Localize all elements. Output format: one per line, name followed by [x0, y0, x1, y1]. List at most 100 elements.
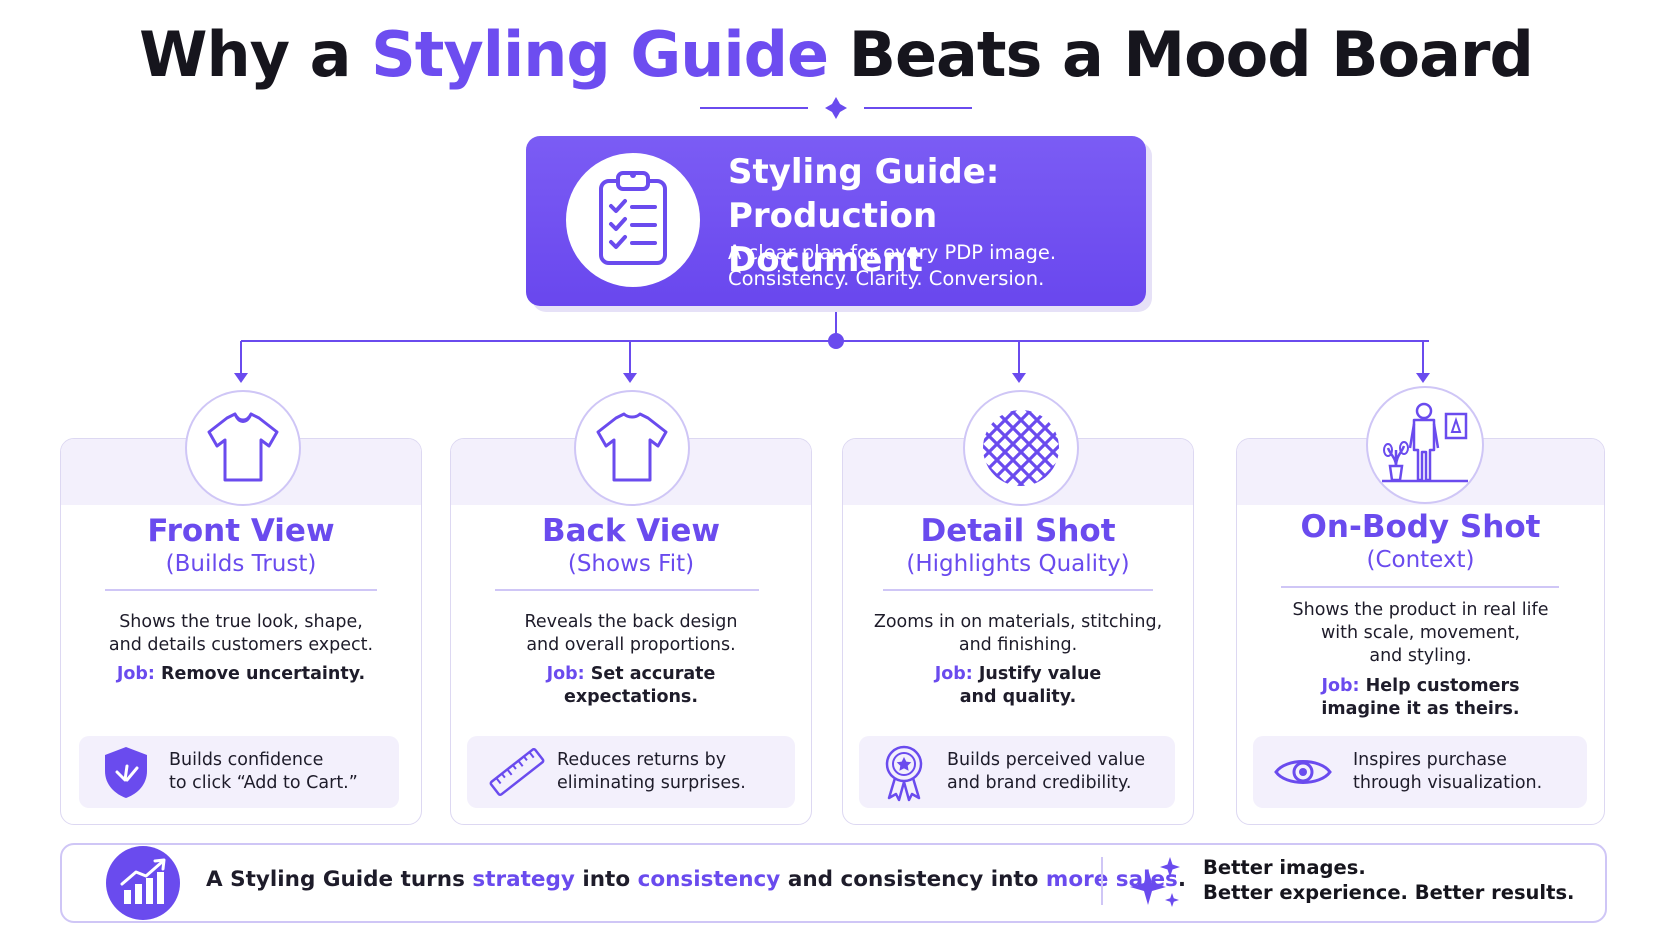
growth-chart-icon: [120, 858, 166, 904]
card-subtitle: (Context): [1366, 547, 1475, 573]
card-benefit: Builds perceived value and brand credibi…: [859, 736, 1175, 808]
card-description-line: Reveals the back design: [524, 612, 738, 632]
benefit-line: to click “Add to Cart.”: [169, 773, 358, 793]
job-label: Job:: [546, 664, 585, 684]
job-text: Remove uncertainty.: [160, 664, 366, 684]
card-job: Job: Justify value and quality.: [867, 663, 1169, 709]
card-description: Shows the product in real life with scal…: [1261, 599, 1580, 668]
card-benefit: Inspires purchase through visualization.: [1253, 736, 1587, 808]
person-in-room-icon: [1382, 402, 1468, 483]
card-description: Zooms in on materials, stitching, and fi…: [867, 611, 1169, 657]
bottom-summary-bar: [60, 843, 1607, 923]
card-title: On-Body Shot: [1300, 509, 1541, 545]
card-description-line: and overall proportions.: [526, 635, 736, 655]
tagline-line: Better images.: [1203, 856, 1366, 879]
card-description-line: and details customers expect.: [108, 635, 374, 655]
card-description-line: and finishing.: [958, 635, 1078, 655]
card-subtitle: (Shows Fit): [567, 551, 695, 577]
card-icon-circle: [963, 390, 1079, 506]
card-job: Job: Help customers imagine it as theirs…: [1261, 675, 1580, 721]
bottom-statement: A Styling Guide turns strategy into cons…: [206, 867, 1186, 892]
benefit-line: and brand credibility.: [947, 773, 1132, 793]
title-accent: Styling Guide: [371, 18, 829, 91]
statement-highlight: strategy: [472, 867, 575, 892]
shield-check-icon: [105, 747, 147, 798]
card-divider: [105, 589, 377, 591]
statement-part: and consistency into: [787, 867, 1039, 892]
card-title: Detail Shot: [920, 513, 1116, 549]
card-icon-circle: [185, 390, 301, 506]
clipboard-checklist-icon: [599, 171, 667, 265]
benefit-line: Reduces returns by: [557, 750, 727, 770]
benefit-line: eliminating surprises.: [557, 773, 746, 793]
card-divider: [495, 589, 759, 591]
statement-part: into: [582, 867, 631, 892]
card-description-line: with scale, movement,: [1320, 623, 1521, 643]
award-ribbon-icon: [885, 745, 923, 802]
job-label: Job:: [934, 664, 973, 684]
ruler-icon: [489, 748, 545, 796]
card-description-line: Shows the product in real life: [1292, 600, 1549, 620]
job-text: Set accurate: [590, 664, 716, 684]
card-job: Job: Remove uncertainty.: [85, 663, 397, 686]
card-title: Front View: [147, 513, 335, 549]
benefit-text: Reduces returns by eliminating surprises…: [557, 749, 746, 795]
benefit-text: Inspires purchase through visualization.: [1353, 749, 1542, 795]
job-text: Justify value: [978, 664, 1102, 684]
card-description-line: Shows the true look, shape,: [119, 612, 363, 632]
sparkles-icon: [1130, 857, 1180, 907]
main-title-line1: Styling Guide:: [728, 152, 1000, 192]
tagline-line: Better experience. Better results.: [1203, 881, 1575, 904]
benefit-text: Builds confidence to click “Add to Cart.…: [169, 749, 358, 795]
title-prefix: Why a: [139, 18, 351, 91]
bottom-tagline: Better images. Better experience. Better…: [1203, 855, 1574, 905]
job-text: and quality.: [959, 687, 1077, 707]
card-subtitle: (Highlights Quality): [906, 551, 1130, 577]
title-underline-ornament: [700, 97, 972, 119]
main-subtitle: A clear plan for every PDP image. Consis…: [728, 240, 1138, 292]
card-icon-circle: [574, 390, 690, 506]
title-suffix: Beats a Mood Board: [848, 18, 1534, 91]
bottom-icon-circle: [106, 846, 180, 920]
card-benefit: Builds confidence to click “Add to Cart.…: [79, 736, 399, 808]
card-icon-circle: [1366, 386, 1484, 504]
benefit-line: Builds confidence: [169, 750, 324, 770]
card-description-line: and styling.: [1369, 646, 1472, 666]
card-back-view: Back View (Shows Fit) Reveals the back d…: [450, 438, 812, 825]
statement-part: .: [1177, 867, 1186, 892]
page-title: Why a Styling Guide Beats a Mood Board: [0, 18, 1672, 91]
card-divider: [1281, 586, 1559, 588]
statement-part: A Styling Guide turns: [206, 867, 465, 892]
card-title: Back View: [541, 513, 721, 549]
benefit-text: Builds perceived value and brand credibi…: [947, 749, 1145, 795]
main-subtitle-line1: A clear plan for every PDP image.: [728, 241, 1057, 264]
statement-highlight: consistency: [637, 867, 781, 892]
job-label: Job:: [116, 664, 155, 684]
bottom-divider: [1101, 857, 1103, 905]
eye-icon: [1274, 760, 1332, 784]
card-subtitle: (Builds Trust): [165, 551, 317, 577]
benefit-line: through visualization.: [1353, 773, 1543, 793]
styling-guide-main-box: Styling Guide: Production Document A cle…: [526, 136, 1146, 306]
job-text: Help customers: [1365, 676, 1520, 696]
card-description: Shows the true look, shape, and details …: [85, 611, 397, 657]
card-divider: [883, 589, 1153, 591]
main-title: Styling Guide: Production Document: [728, 150, 1138, 282]
job-text: expectations.: [563, 687, 698, 707]
main-title-line2: Production Document: [728, 196, 938, 280]
job-text: imagine it as theirs.: [1321, 699, 1520, 719]
card-detail-shot: Detail Shot (Highlights Quality) Zooms i…: [842, 438, 1194, 825]
job-label: Job:: [1321, 676, 1360, 696]
benefit-line: Inspires purchase: [1353, 750, 1507, 770]
card-description-line: Zooms in on materials, stitching,: [873, 612, 1163, 632]
main-icon-circle: [566, 153, 700, 287]
benefit-line: Builds perceived value: [947, 750, 1146, 770]
card-description: Reveals the back design and overall prop…: [475, 611, 787, 657]
fabric-weave-icon: [983, 410, 1059, 486]
card-front-view: Front View (Builds Trust) Shows the true…: [60, 438, 422, 825]
tshirt-front-icon: [207, 412, 279, 482]
card-job: Job: Set accurate expectations.: [475, 663, 787, 709]
card-benefit: Reduces returns by eliminating surprises…: [467, 736, 795, 808]
tshirt-back-icon: [596, 412, 668, 482]
main-subtitle-line2: Consistency. Clarity. Conversion.: [728, 267, 1045, 290]
